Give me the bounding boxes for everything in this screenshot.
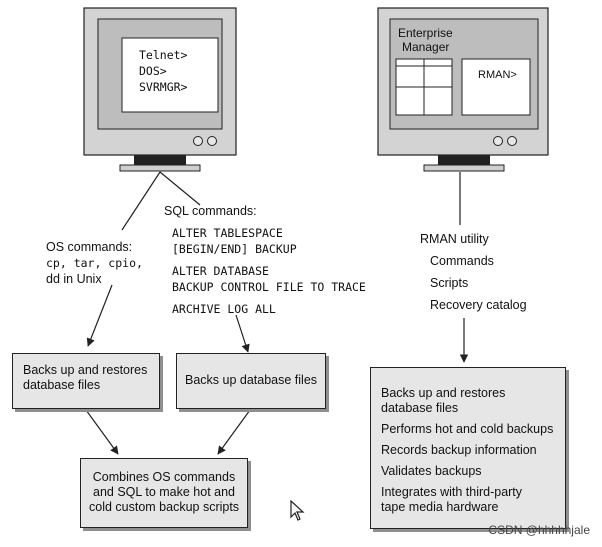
rman-utility-item: Recovery catalog (430, 298, 527, 312)
box-line: Backs up database files (185, 373, 318, 387)
rman-utility-item: Commands (430, 254, 494, 268)
arrow-box2-to-combine (217, 409, 251, 455)
rman-features-box: Backs up and restores database files Per… (370, 367, 566, 529)
backs-up-restores-box: Backs up and restores database files (12, 353, 160, 409)
watermark: CSDN @hhhhhjale (488, 523, 590, 537)
box-line: Backs up and restores (381, 386, 506, 400)
rman-utility-title: RMAN utility (420, 232, 489, 246)
enterprise-manager-title-line: Manager (402, 40, 450, 54)
box-line: Integrates with third-party (381, 485, 523, 499)
os-commands-title: OS commands: (46, 240, 133, 254)
box-line: Performs hot and cold backups (381, 422, 554, 436)
mouse-cursor-icon (290, 500, 305, 521)
box-line: Validates backups (381, 464, 482, 478)
terminal-line-telnet: Telnet> (139, 48, 188, 62)
box-line: cold custom backup scripts (89, 500, 240, 514)
connector-monitor-to-os (121, 171, 161, 231)
sql-command-line: ARCHIVE LOG ALL (172, 302, 276, 316)
sql-command-line: ALTER TABLESPACE (172, 226, 283, 240)
os-commands-line: cp, tar, cpio, (46, 256, 143, 270)
rman-prompt: RMAN> (478, 69, 517, 81)
terminal-line-svrmgr: SVRMGR> (139, 80, 188, 94)
box-line: Backs up and restores (23, 363, 148, 377)
sql-commands-title: SQL commands: (164, 204, 257, 218)
sql-command-line: ALTER DATABASE (172, 264, 269, 278)
terminal-line-dos: DOS> (139, 64, 167, 78)
box-line: and SQL to make hot and (93, 485, 235, 499)
rman-utility-item: Scripts (430, 276, 469, 290)
os-commands-line: dd in Unix (46, 272, 102, 286)
connector-monitor-to-sql (159, 171, 201, 206)
arrow-box1-to-combine (85, 409, 119, 455)
right-monitor (377, 7, 549, 172)
enterprise-manager-title: Enterprise Manager (394, 26, 453, 54)
connector-lines (85, 171, 469, 455)
box-line: Records backup information (381, 443, 537, 457)
arrow-sql-to-box (235, 314, 250, 353)
left-monitor (83, 7, 237, 172)
sql-command-line: [BEGIN/END] BACKUP (172, 242, 297, 256)
box-line: tape media hardware (381, 500, 499, 514)
backs-up-db-files-box: Backs up database files (176, 353, 326, 409)
arrow-os-to-box (86, 284, 113, 347)
enterprise-manager-title-line: Enterprise (398, 26, 453, 40)
combines-box: Combines OS commands and SQL to make hot… (80, 458, 248, 528)
box-line: database files (23, 378, 101, 392)
box-line: database files (381, 401, 459, 415)
sql-command-line: BACKUP CONTROL FILE TO TRACE (172, 280, 366, 294)
box-line: Combines OS commands (92, 470, 236, 484)
